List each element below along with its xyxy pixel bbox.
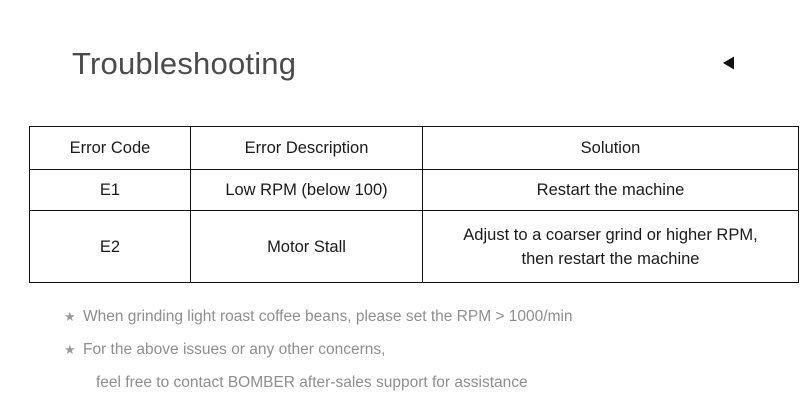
footnote-item: ★ When grinding light roast coffee beans… [60, 300, 790, 333]
table-header-row: Error Code Error Description Solution [29, 126, 799, 170]
cell-solution-line-2: then restart the machine [521, 249, 700, 268]
star-bullet-icon: ★ [64, 342, 76, 357]
cell-solution: Restart the machine [422, 169, 799, 211]
column-header-error-description: Error Description [190, 126, 423, 170]
footnote-text: When grinding light roast coffee beans, … [83, 308, 573, 325]
table-row: E2 Motor Stall Adjust to a coarser grind… [29, 210, 799, 283]
column-header-solution: Solution [422, 126, 799, 170]
page-header: Troubleshooting [0, 0, 800, 118]
cell-error-code: E2 [29, 210, 191, 283]
cell-error-code: E1 [29, 169, 191, 211]
table-row: E1 Low RPM (below 100) Restart the machi… [29, 169, 799, 211]
cell-error-description: Motor Stall [190, 210, 423, 283]
triangle-left-icon [722, 55, 736, 71]
footnote-text-continuation: feel free to contact BOMBER after-sales … [96, 374, 528, 391]
cell-solution-line-1: Adjust to a coarser grind or higher RPM, [463, 225, 758, 244]
footnote-item: ★ For the above issues or any other conc… [60, 333, 790, 366]
star-bullet-icon: ★ [64, 309, 76, 324]
footnotes: ★ When grinding light roast coffee beans… [60, 300, 790, 399]
cell-solution: Adjust to a coarser grind or higher RPM,… [422, 210, 799, 283]
page-title: Troubleshooting [72, 46, 297, 81]
column-header-error-code: Error Code [29, 126, 191, 170]
cell-error-description: Low RPM (below 100) [190, 169, 423, 211]
footnote-text: For the above issues or any other concer… [83, 341, 386, 358]
back-button[interactable] [714, 48, 744, 78]
troubleshooting-table: Error Code Error Description Solution E1… [29, 126, 799, 283]
